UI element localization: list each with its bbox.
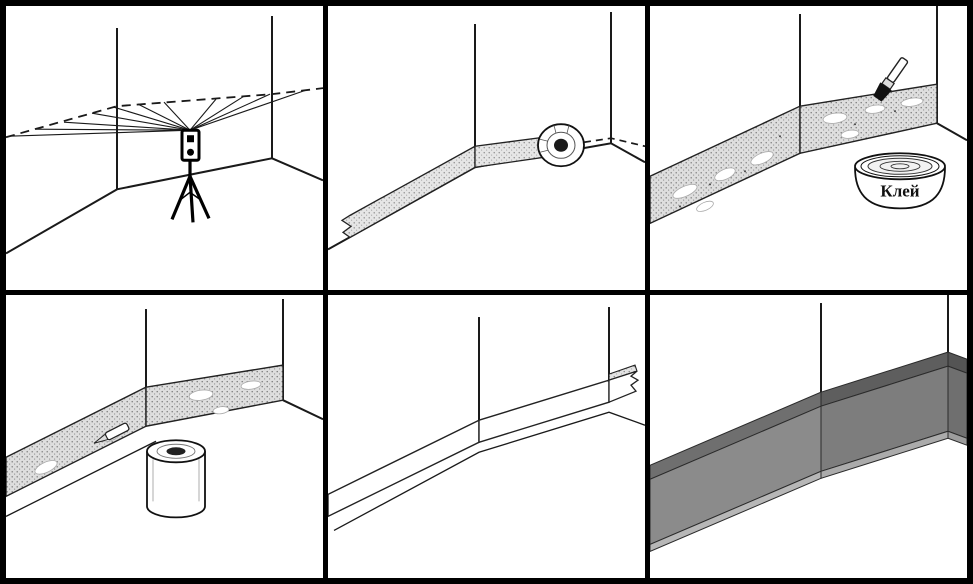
room-corner-lines [6, 16, 323, 255]
glue-band-left-wall [650, 105, 801, 225]
glue-band-right-wall [145, 363, 284, 427]
tape-strip-right-wall [474, 136, 545, 169]
finished-skirting [650, 350, 967, 552]
skirting-face-wrap [947, 364, 967, 439]
tape-strip-left-wall [340, 145, 476, 239]
strip-applied-drawing [328, 306, 645, 531]
strip-end-torn-edge [608, 370, 640, 403]
finished-skirting-drawing [650, 294, 967, 552]
floor-seam-lines [333, 411, 645, 531]
panel-step-3-apply-glue: Клей [650, 6, 967, 290]
room-corner-lines [820, 294, 949, 392]
unroll-tape-drawing [6, 298, 323, 518]
glue-application-drawing: Клей [650, 6, 967, 225]
applied-strip-left-wall [328, 418, 480, 517]
floor-seam-lines [6, 440, 157, 517]
glue-band-right-wall [799, 83, 938, 155]
dashed-guide-line [583, 137, 645, 148]
laser-level-icon [180, 128, 201, 162]
tape-roll-drawing [328, 12, 645, 251]
glue-blotches [672, 97, 924, 212]
panel-step-6-finished-skirting [650, 294, 967, 578]
glue-band-left-wall [6, 385, 147, 497]
laser-marking-drawing [6, 16, 323, 255]
glue-bucket: Клей [854, 152, 946, 210]
laser-rays [8, 89, 307, 137]
skirting-bottom-wrap [947, 430, 967, 446]
panel-step-4-unroll-tape [6, 294, 323, 578]
tripod-icon [170, 160, 211, 223]
skirting-face-left [650, 404, 822, 545]
tape-roll-standing-icon [146, 438, 206, 518]
glue-speckles [679, 110, 896, 208]
glue-blotches [34, 380, 262, 475]
panel-step-5-strip-applied [328, 294, 645, 578]
panel-step-1-laser-marking [6, 6, 323, 290]
panel-step-2-tape-roll [328, 6, 645, 290]
glue-bucket-label: Клей [880, 181, 919, 200]
paint-brush-icon [873, 57, 909, 102]
utility-knife-icon [93, 422, 130, 444]
tape-roll-icon [537, 123, 585, 168]
applied-strip-right-wall [478, 378, 610, 443]
